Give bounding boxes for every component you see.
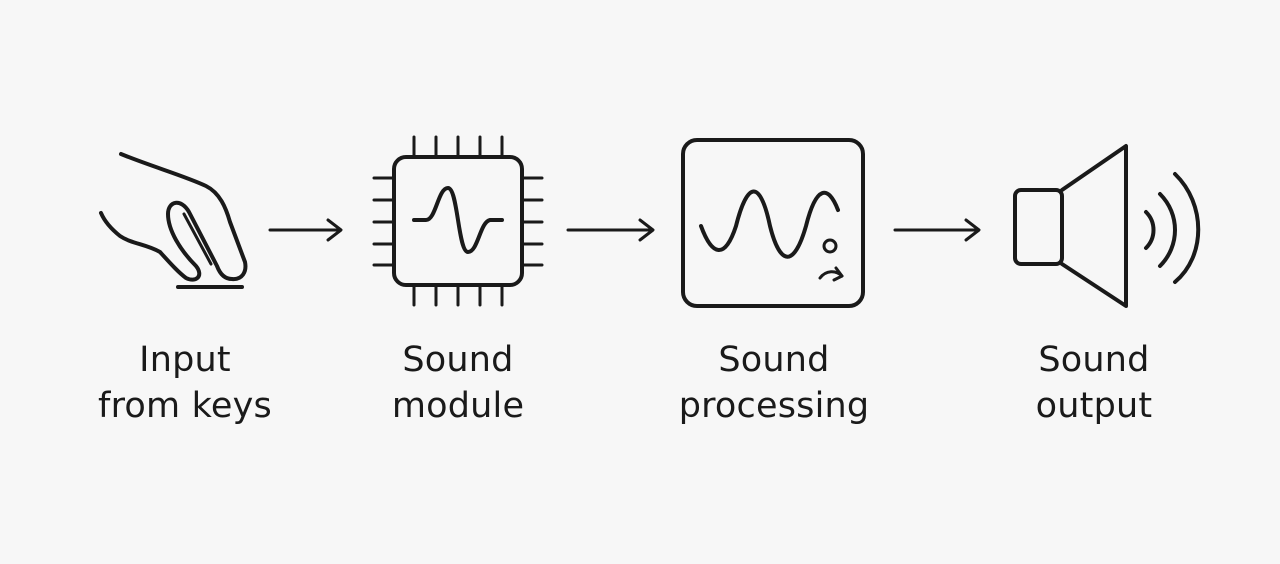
arrow-3 — [893, 218, 981, 242]
step-label-line: Input — [139, 340, 231, 380]
chip-waveform-icon — [372, 135, 544, 307]
step-label-line: Sound — [718, 340, 830, 380]
step-label-line: output — [1035, 386, 1153, 426]
step-label-line: module — [391, 386, 525, 426]
speaker-icon — [1013, 144, 1201, 308]
step-label-line: Sound — [1038, 340, 1150, 380]
step-label-sound-module: Sound module — [328, 337, 588, 429]
step-label-input-from-keys: Input from keys — [55, 337, 315, 429]
waveform-screen-icon — [681, 138, 865, 308]
step-label-line: Sound — [402, 340, 514, 380]
step-label-line: processing — [678, 386, 870, 426]
step-label-sound-output: Sound output — [964, 337, 1224, 429]
arrow-2 — [566, 218, 655, 242]
step-label-sound-processing: Sound processing — [644, 337, 904, 429]
hand-pressing-key-icon — [99, 152, 248, 289]
step-label-line: from keys — [98, 386, 272, 426]
arrow-1 — [268, 218, 343, 242]
